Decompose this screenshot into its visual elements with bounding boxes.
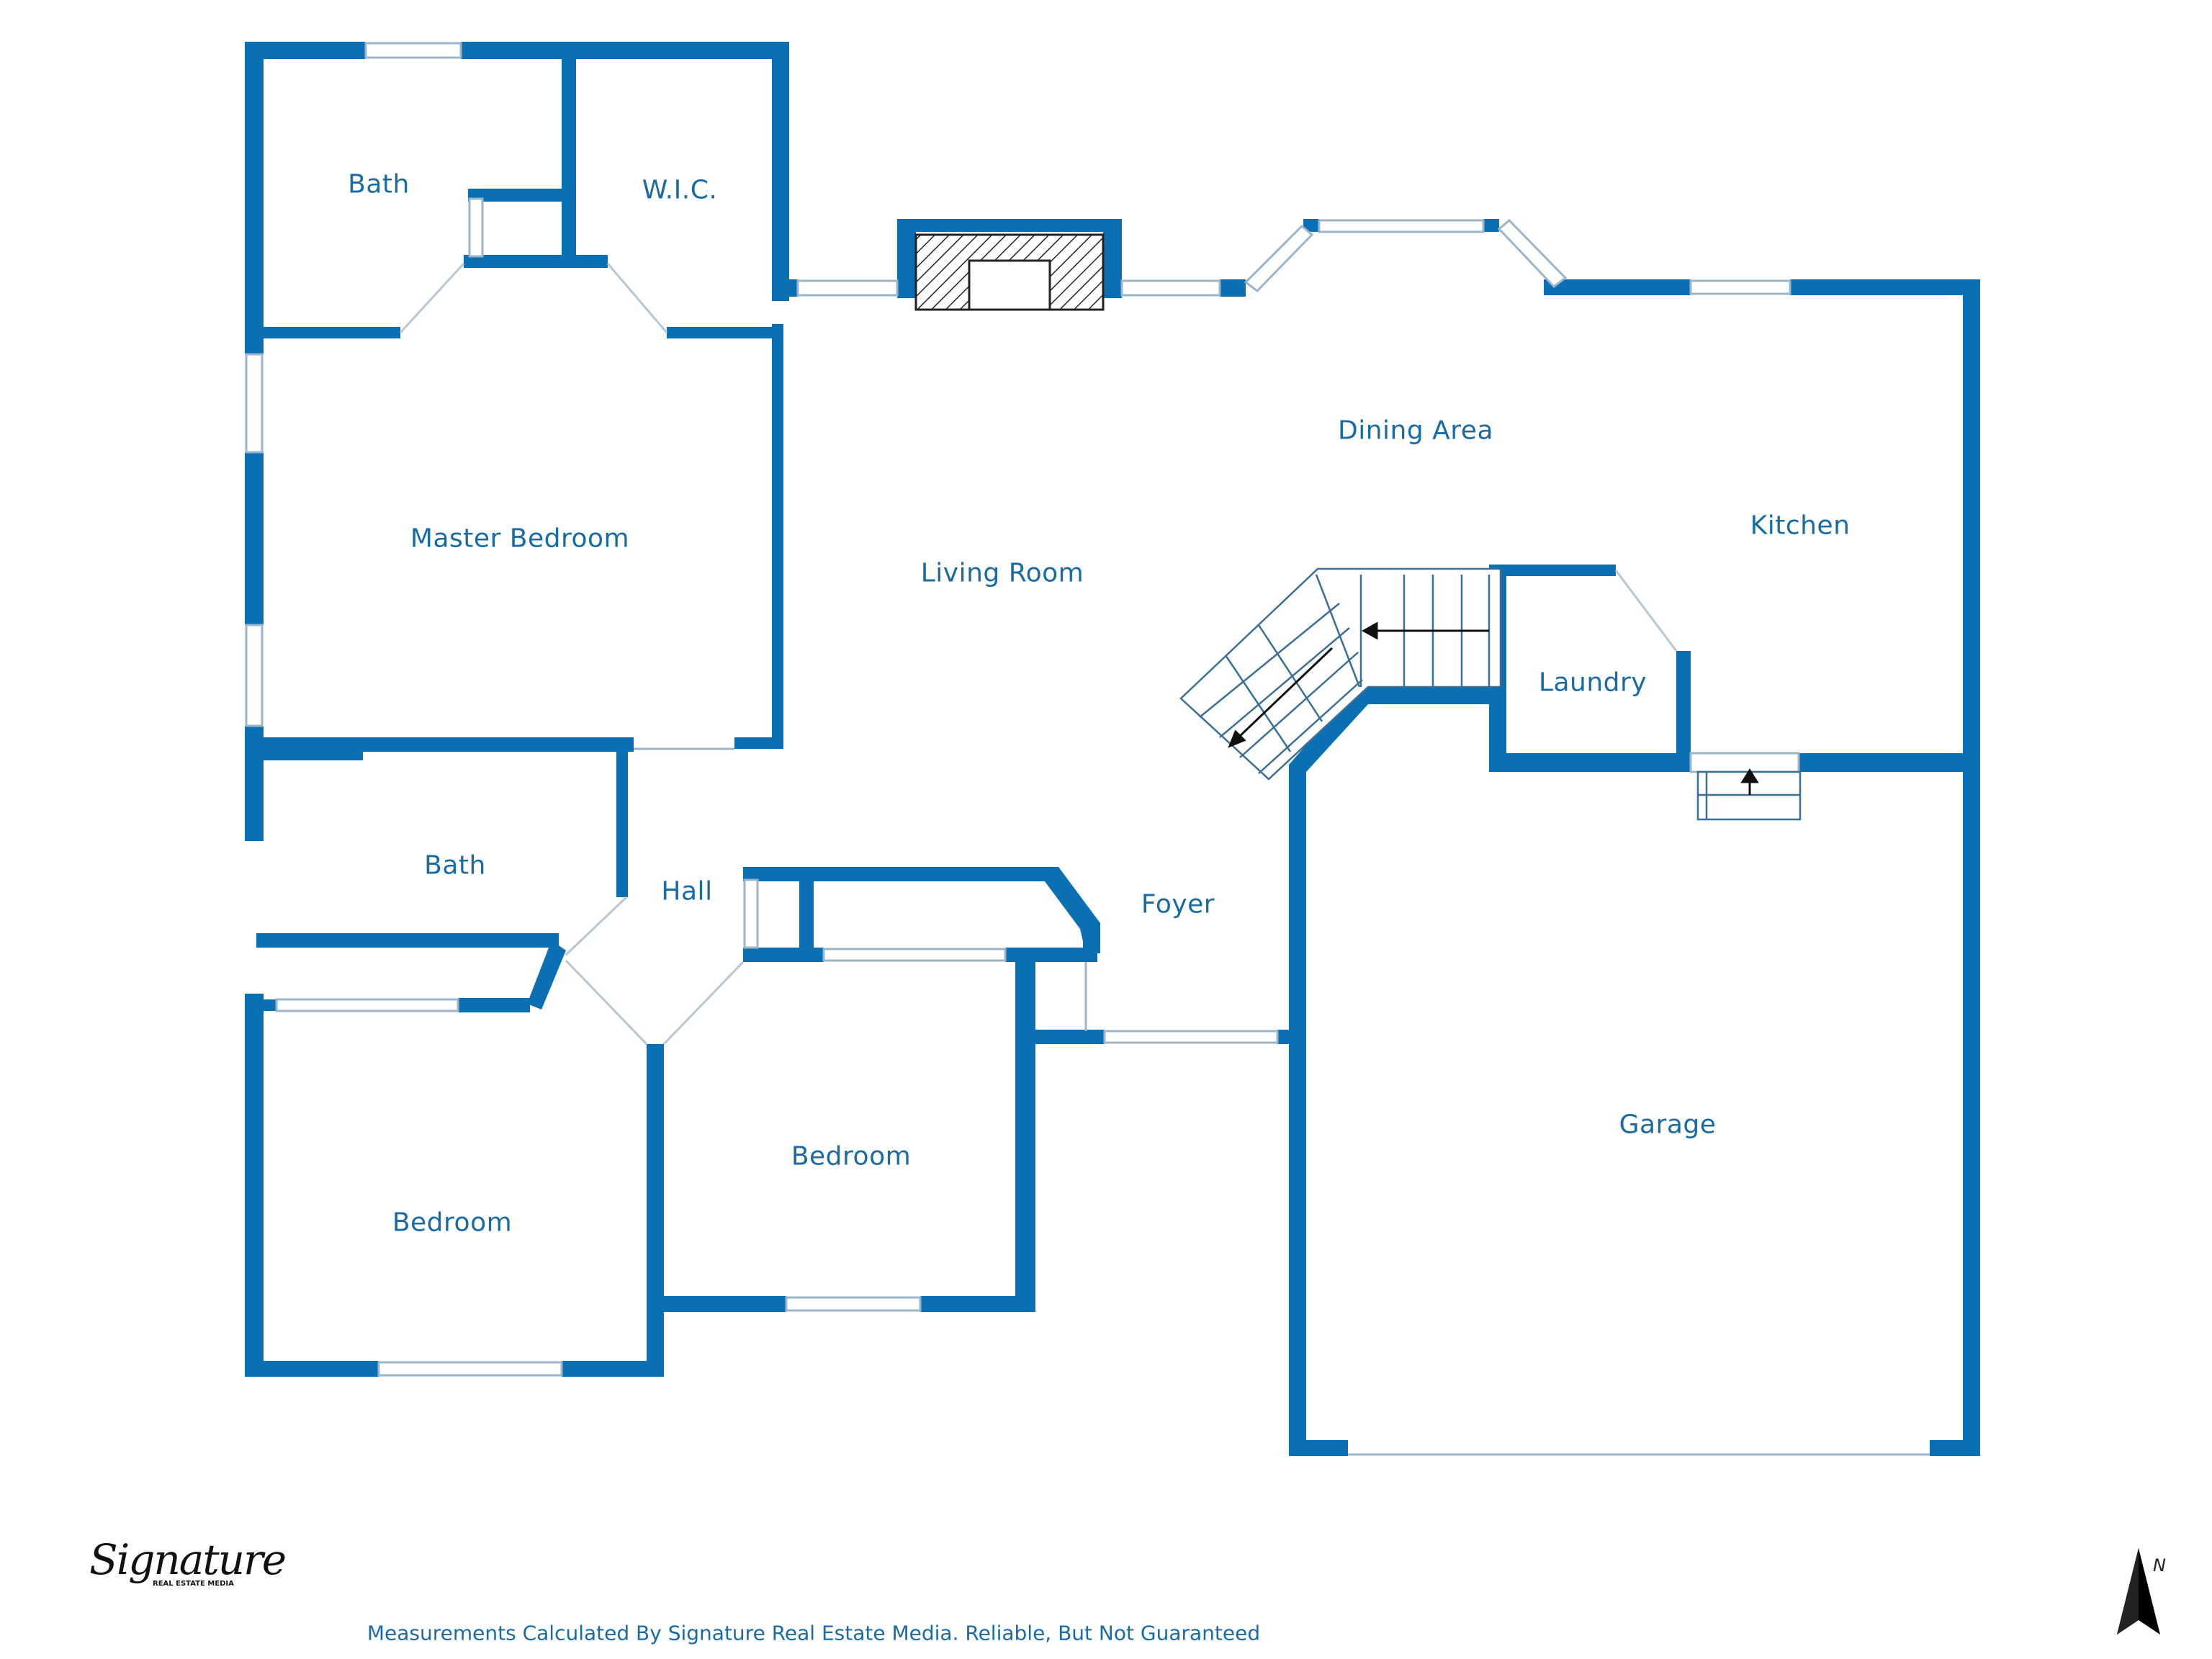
north-label: N [2153,1555,2166,1575]
room-label-bedroom-center: Bedroom [791,1141,912,1172]
angled-windows [1244,218,1568,292]
room-label-laundry: Laundry [1538,667,1647,698]
measurement-disclaimer: Measurements Calculated By Signature Rea… [367,1621,1261,1645]
room-label-living-room: Living Room [920,558,1084,588]
stair-arrows [1228,621,1489,748]
north-arrow-icon [2117,1548,2160,1635]
room-label-master-bedroom: Master Bedroom [410,523,630,554]
door-openings [399,262,1678,1046]
room-label-kitchen: Kitchen [1750,511,1851,541]
logo-script-text: Signature [89,1535,287,1584]
fireplace [914,233,1105,311]
room-label-bath-hall: Bath [424,850,486,881]
room-label-bedroom-left: Bedroom [392,1208,513,1238]
room-label-bath-master: Bath [348,169,410,199]
staircase [1179,567,1502,781]
room-label-dining-area: Dining Area [1338,415,1493,446]
room-label-hall: Hall [661,876,713,907]
room-label-foyer: Foyer [1141,889,1215,920]
signature-logo: Signature REAL ESTATE MEDIA [81,1535,287,1599]
room-label-wic: W.I.C. [642,175,718,205]
room-label-garage: Garage [1619,1110,1717,1140]
garage-step-arrow [1740,768,1759,795]
windows [245,42,1930,1456]
walls [245,42,1980,1456]
logo-subtitle: REAL ESTATE MEDIA [153,1580,234,1588]
